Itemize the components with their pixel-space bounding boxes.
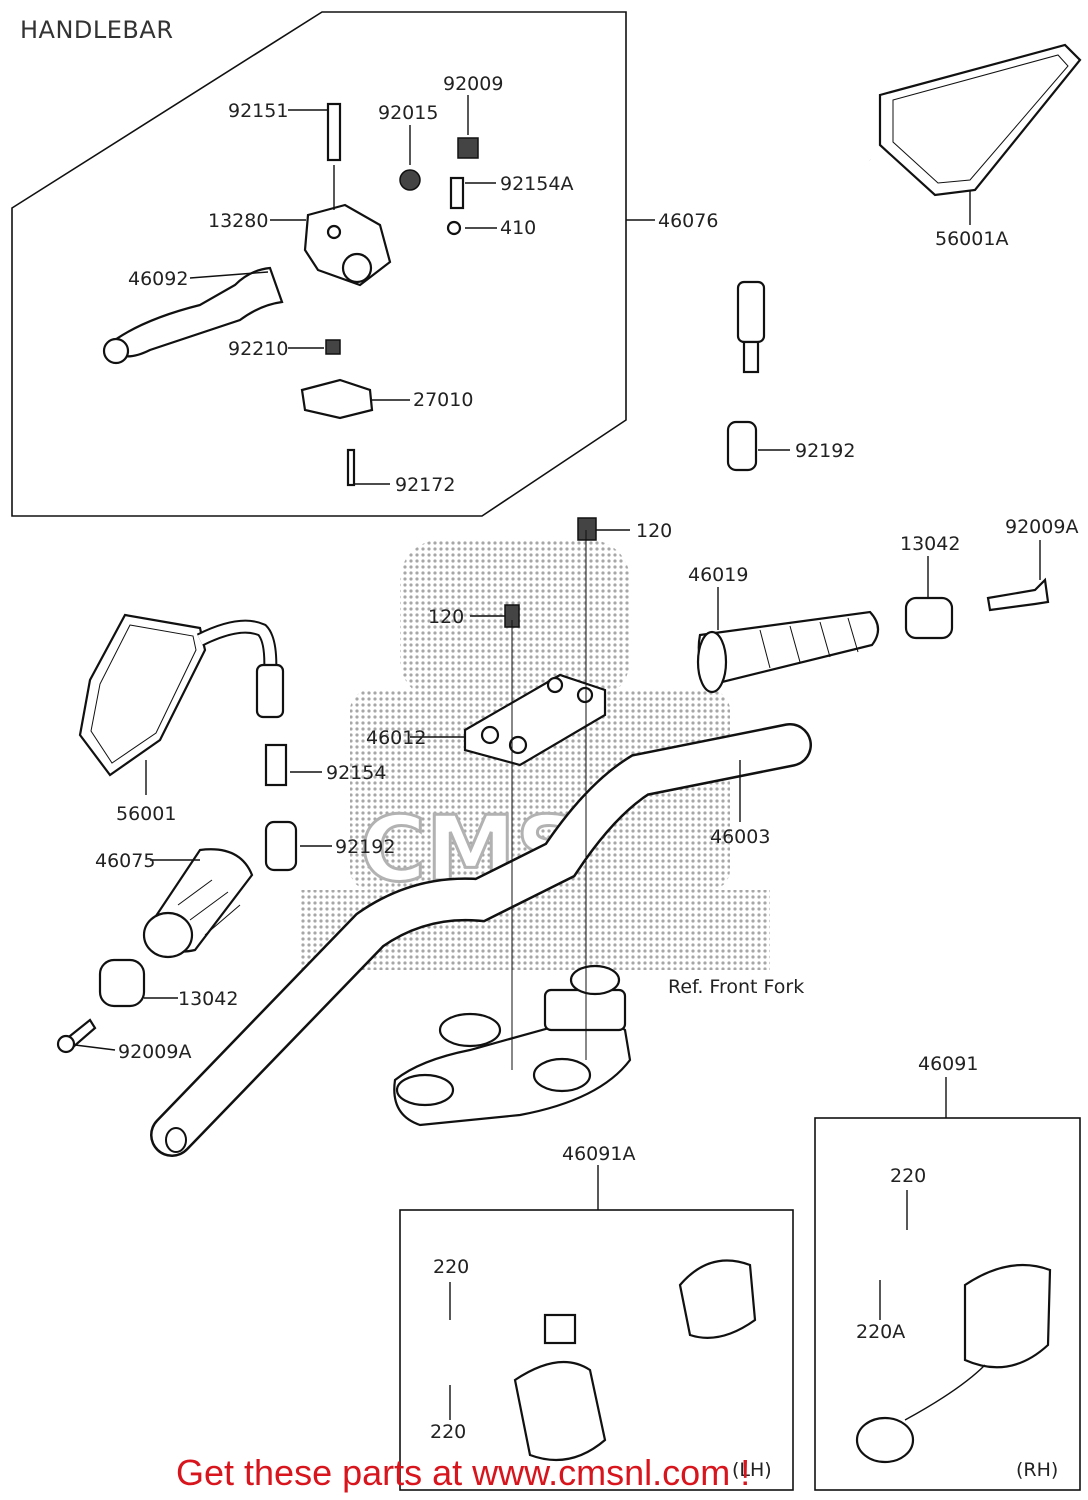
label-46003: 46003 [710, 826, 770, 848]
label-46075: 46075 [95, 850, 155, 872]
label-92172: 92172 [395, 474, 455, 496]
grip-right-46019 [696, 610, 880, 694]
label-92210: 92210 [228, 338, 288, 360]
label-46091A: 46091A [562, 1143, 635, 1165]
label-92009A-right: 92009A [1005, 516, 1078, 538]
switch-box-lh [399, 1209, 794, 1491]
label-46019: 46019 [688, 564, 748, 586]
label-92151: 92151 [228, 100, 288, 122]
label-27010: 27010 [413, 389, 473, 411]
mirror-left-56001 [78, 613, 285, 777]
label-220-rh: 220 [890, 1165, 926, 1187]
label-92009: 92009 [443, 73, 503, 95]
label-92154: 92154 [326, 762, 386, 784]
label-56001A: 56001A [935, 228, 1008, 250]
label-rh: (RH) [1016, 1459, 1058, 1481]
label-92154A: 92154A [500, 173, 573, 195]
switch-box-rh [814, 1117, 1081, 1491]
label-13042-right: 13042 [900, 533, 960, 555]
label-46076: 46076 [658, 210, 718, 232]
label-220-lh-bottom: 220 [430, 1421, 466, 1443]
ref-front-fork: Ref. Front Fork [668, 976, 804, 998]
label-56001: 56001 [116, 803, 176, 825]
label-220A: 220A [856, 1321, 905, 1343]
steering-stem-head [393, 964, 632, 1127]
screws [56, 102, 1050, 1054]
label-92009A-left: 92009A [118, 1041, 191, 1063]
spacer-92192-left [264, 820, 298, 872]
label-220-lh-top: 220 [433, 1256, 469, 1278]
label-92192-left: 92192 [335, 836, 395, 858]
label-120-top: 120 [636, 520, 672, 542]
lever-assembly-box [11, 11, 627, 517]
label-46012: 46012 [366, 727, 426, 749]
switch-housing-lh [513, 1259, 757, 1462]
label-120-mid: 120 [428, 606, 464, 628]
balancer-13042 [98, 596, 954, 1008]
label-46091: 46091 [918, 1053, 978, 1075]
footer-promo-link[interactable]: Get these parts at www.cmsnl.com ! [176, 1452, 751, 1493]
label-92015: 92015 [378, 102, 438, 124]
handlebar-holder-46012 [463, 673, 607, 767]
grip-left-46075 [142, 848, 254, 959]
mirror-right-56001A [736, 43, 1082, 374]
label-13280: 13280 [208, 210, 268, 232]
part-number-labels: 92151 92009 92015 92154A 13280 46076 410… [95, 73, 1078, 1481]
label-13042-left: 13042 [178, 988, 238, 1010]
spacer-92192-right [726, 420, 758, 472]
label-410: 410 [500, 217, 536, 239]
label-lh: (LH) [732, 1459, 772, 1481]
label-46092: 46092 [128, 268, 188, 290]
label-92192-right: 92192 [795, 440, 855, 462]
adapter-92154 [264, 743, 288, 787]
page-title: HANDLEBAR [20, 16, 174, 44]
leader-lines [74, 95, 1041, 1420]
clutch-lever-assembly [102, 137, 479, 487]
switch-housing-rh [855, 1263, 1052, 1464]
handlebar-tube [150, 723, 812, 1157]
